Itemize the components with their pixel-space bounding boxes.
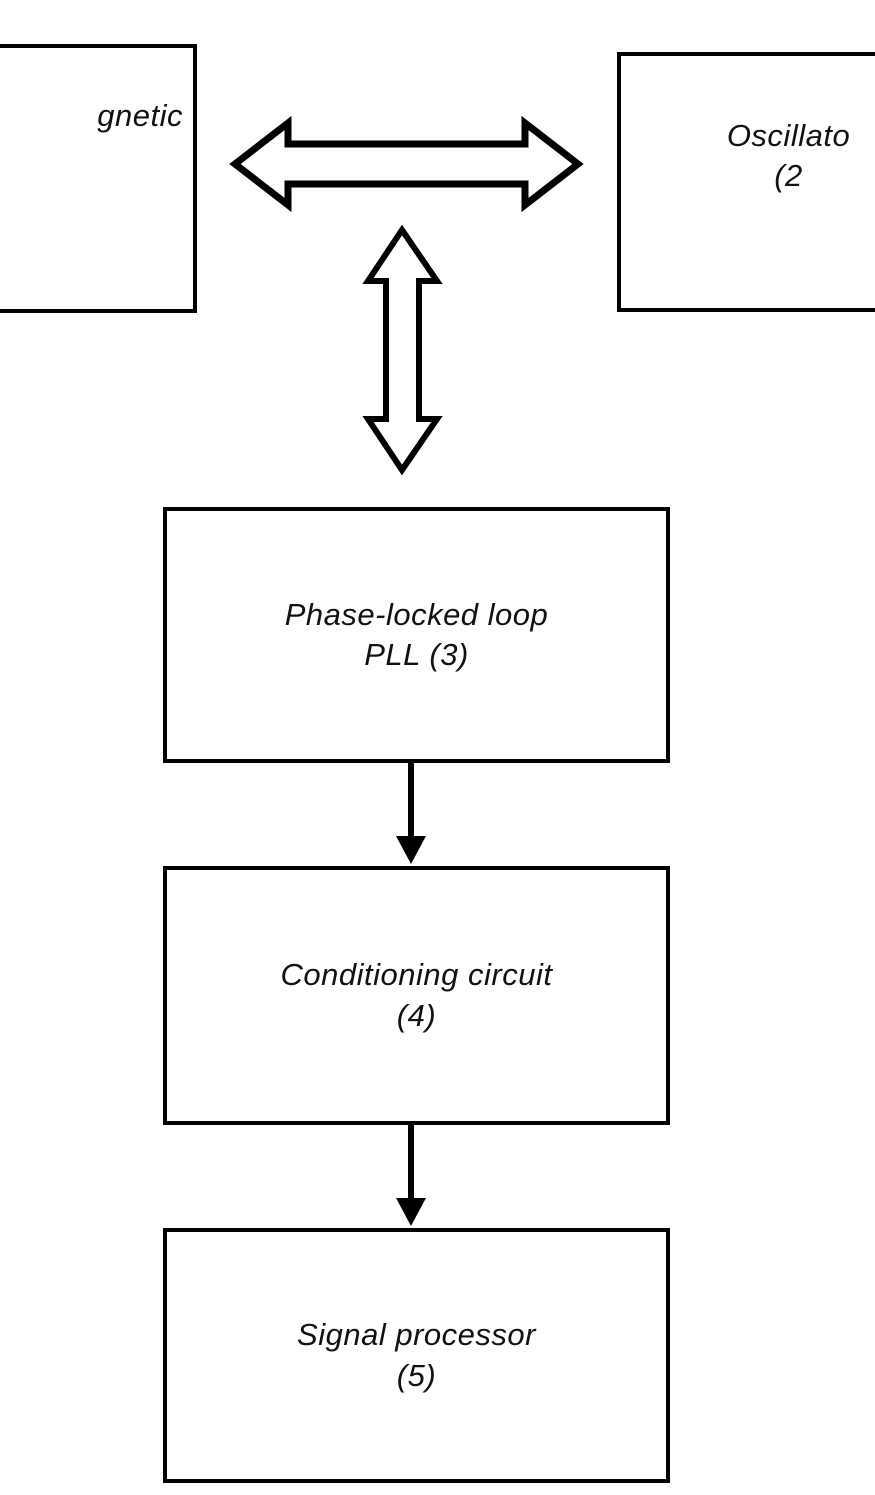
magnetic-block[interactable]: gnetic: [0, 44, 197, 313]
pll-block-label-line1: Phase-locked loop: [285, 595, 549, 635]
connector-oscillator-pll[interactable]: [365, 226, 441, 476]
connector-pll-conditioning[interactable]: [396, 763, 426, 869]
connector-conditioning-signal[interactable]: [396, 1125, 426, 1231]
conditioning-circuit-block[interactable]: Conditioning circuit (4): [163, 866, 670, 1125]
conditioning-block-label-line1: Conditioning circuit: [281, 955, 553, 995]
oscillator-block-label-line2: (2: [701, 156, 875, 196]
conditioning-block-label-line2: (4): [397, 996, 436, 1036]
signal-block-label-line2: (5): [397, 1356, 436, 1396]
signal-processor-block[interactable]: Signal processor (5): [163, 1228, 670, 1483]
phase-locked-loop-block[interactable]: Phase-locked loop PLL (3): [163, 507, 670, 763]
signal-block-label-line1: Signal processor: [297, 1315, 536, 1355]
oscillator-block-label-line1: Oscillato: [701, 116, 875, 156]
magnetic-block-label-line1: gnetic: [97, 96, 183, 136]
oscillator-block[interactable]: Oscillato (2: [617, 52, 875, 312]
pll-block-label-line2: PLL (3): [364, 635, 469, 675]
connector-magnetic-oscillator[interactable]: [230, 122, 585, 206]
